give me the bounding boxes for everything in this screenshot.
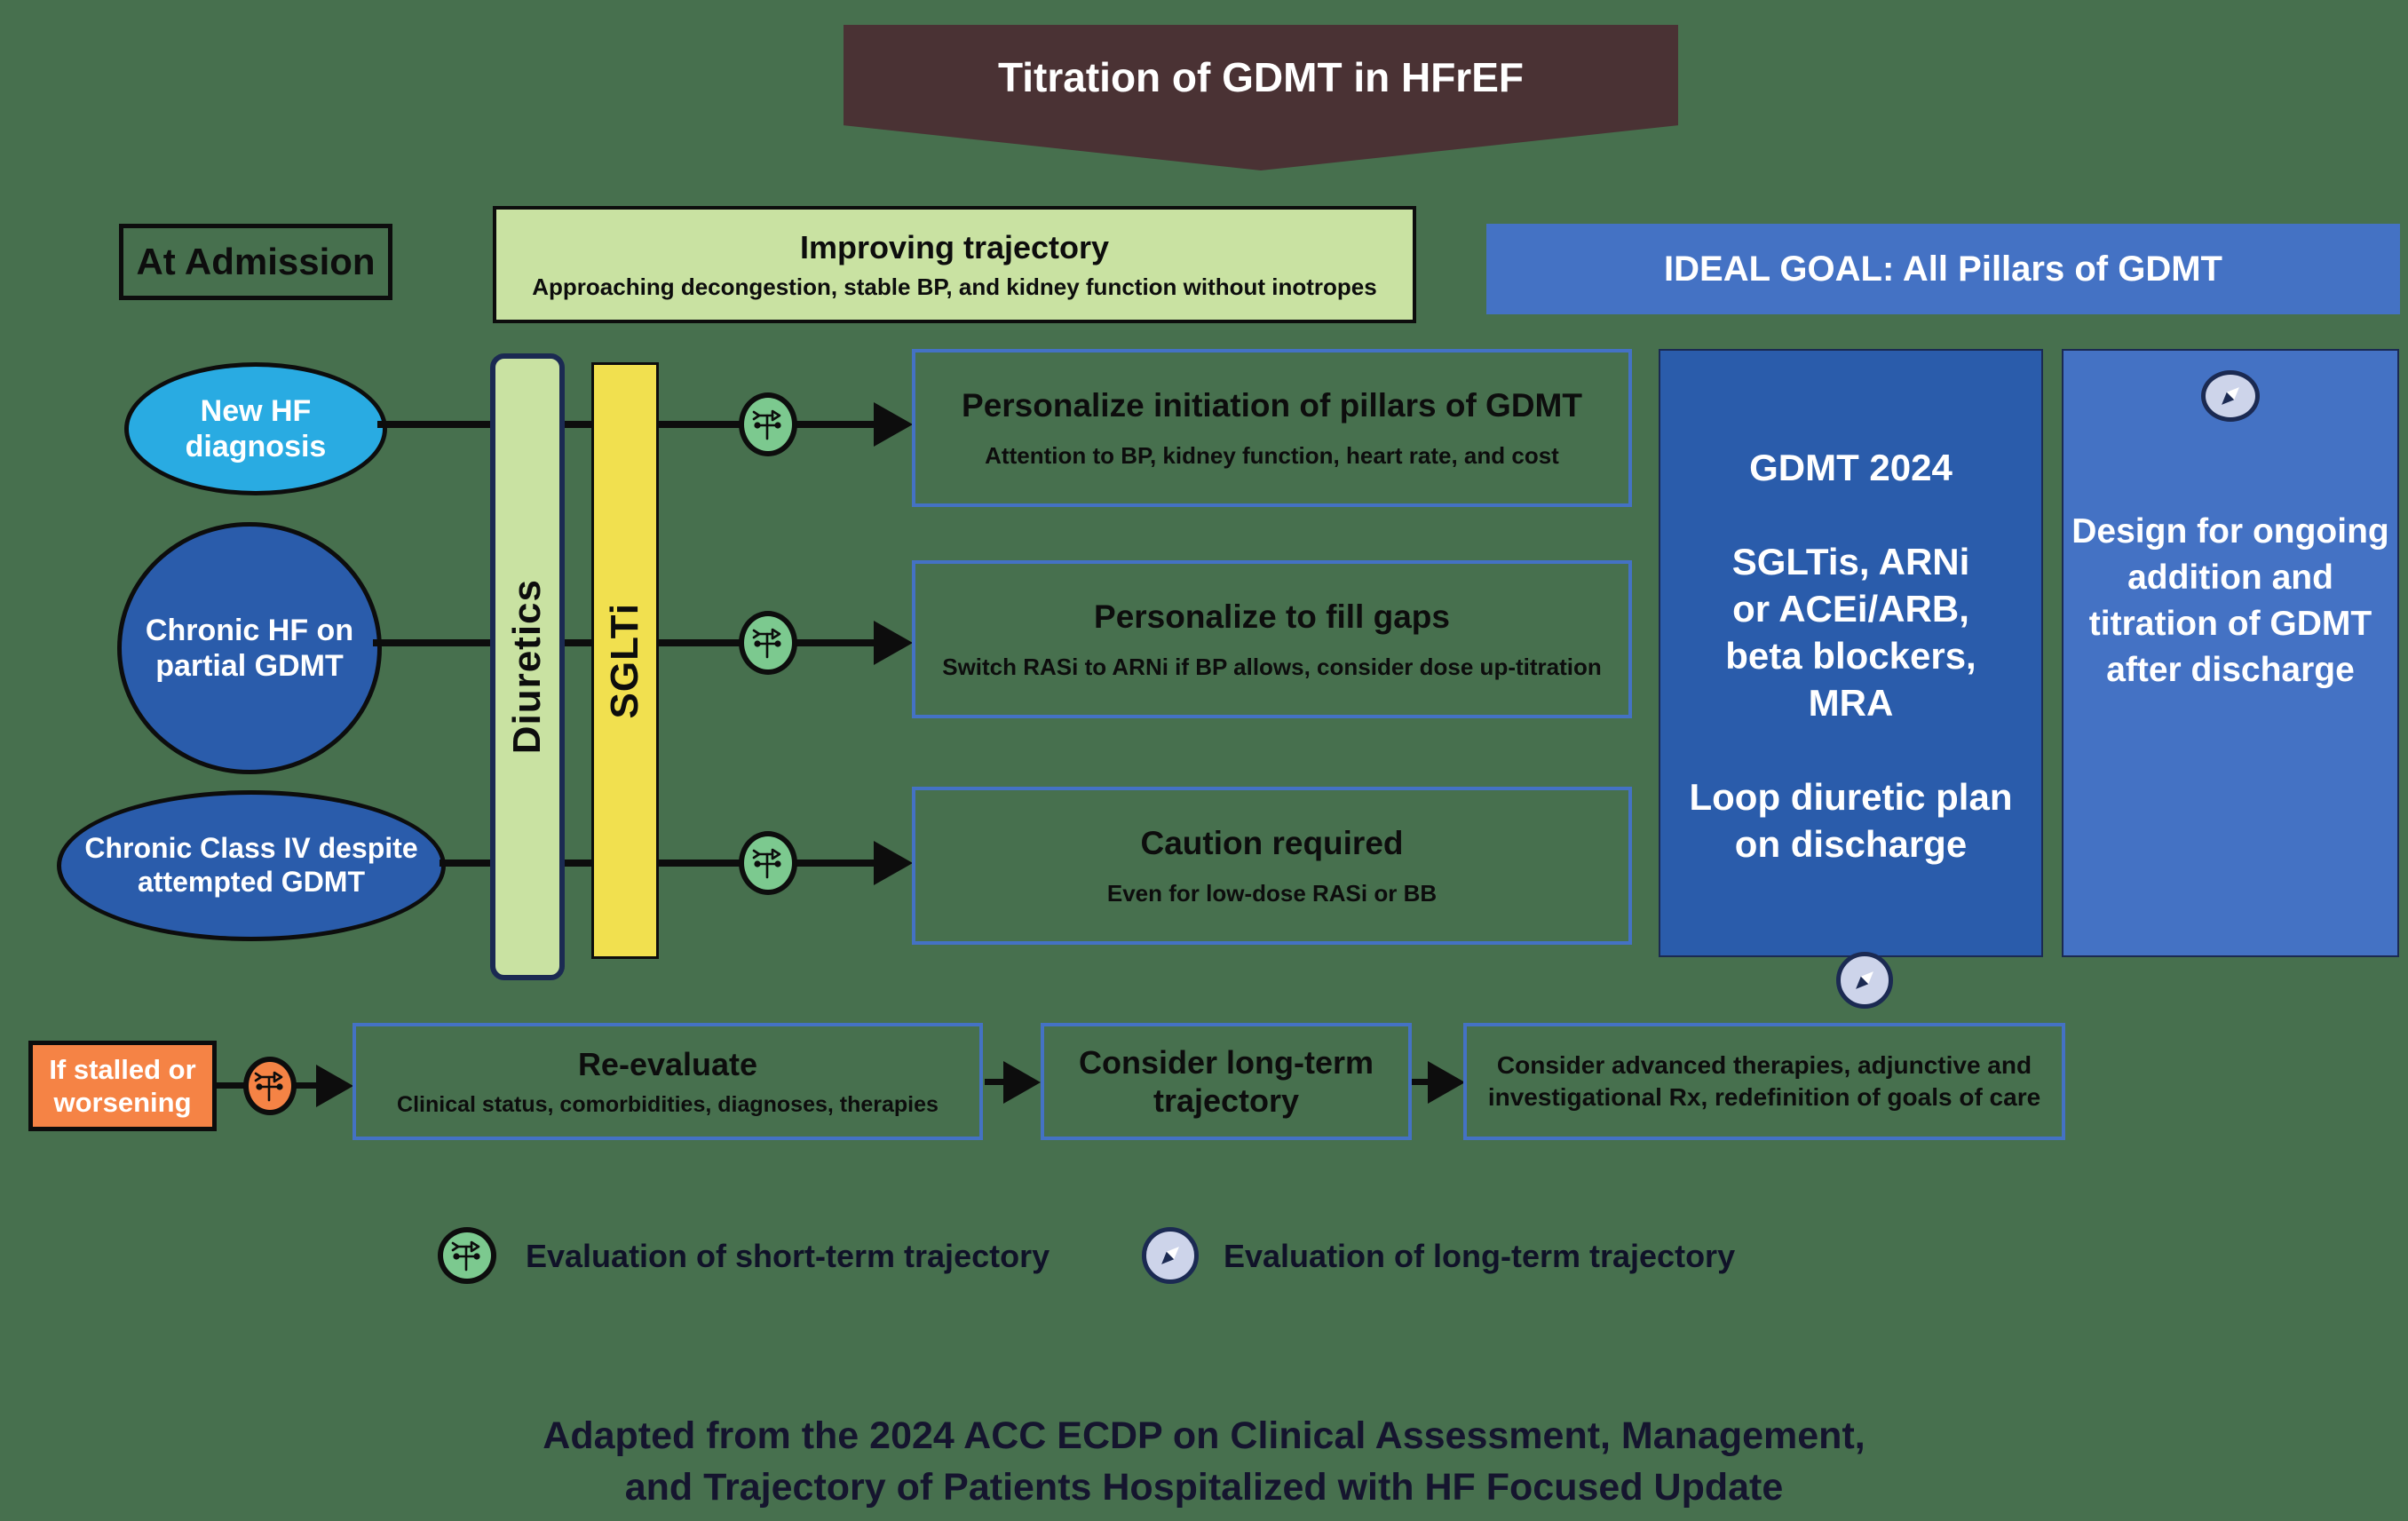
page-title: Titration of GDMT in HFrEF: [998, 54, 1524, 100]
gdmt-2024-text: GDMT 2024 SGLTis, ARNi or ACEi/ARB, beta…: [1689, 447, 2013, 865]
weather-vane-icon: [449, 1236, 485, 1275]
node-new-hf-label: New HF diagnosis: [185, 393, 327, 463]
bar-sglti-label: SGLTi: [603, 602, 646, 719]
arrow-row1-icon: [874, 402, 913, 447]
arrow-row3-icon: [874, 841, 913, 885]
arrow-to-longterm-icon: [1003, 1061, 1041, 1104]
ideal-goal-banner: IDEAL GOAL: All Pillars of GDMT: [1486, 224, 2400, 314]
consider-advanced-label: Consider advanced therapies, adjunctive …: [1487, 1050, 2041, 1111]
pathbox-subtitle: Switch RASi to ARNi if BP allows, consid…: [942, 653, 1602, 680]
legend-short-term-icon: [438, 1227, 496, 1284]
reevaluate-subtitle: Clinical status, comorbidities, diagnose…: [397, 1091, 939, 1117]
node-new-hf-diagnosis: New HF diagnosis: [124, 362, 387, 495]
pathbox-title: Caution required: [1140, 824, 1404, 861]
arrow-row2-icon: [874, 621, 913, 665]
legend-long-term-icon: [1142, 1227, 1199, 1284]
legend-short-term-label: Evaluation of short-term trajectory: [526, 1238, 1050, 1274]
bar-sglti: SGLTi: [591, 362, 659, 959]
short-term-eval-icon: [739, 392, 797, 456]
design-ongoing-box: Design for ongoing addition and titratio…: [2062, 349, 2399, 957]
compass-needle-icon: [1153, 1238, 1188, 1273]
if-stalled-label: If stalled or worsening: [49, 1053, 196, 1118]
weather-vane-icon: [750, 623, 786, 662]
node-chronic-hf-label: Chronic HF on partial GDMT: [145, 613, 354, 683]
design-ongoing-text: Design for ongoing addition and titratio…: [2071, 512, 2389, 689]
pathbox-fill-gaps: Personalize to fill gaps Switch RASi to …: [912, 560, 1632, 718]
consider-longterm-label: Consider long-term trajectory: [1078, 1043, 1374, 1119]
reevaluate-box: Re-evaluate Clinical status, comorbiditi…: [352, 1023, 983, 1140]
consider-advanced-box: Consider advanced therapies, adjunctive …: [1463, 1023, 2065, 1140]
improving-trajectory-subtitle: Approaching decongestion, stable BP, and…: [532, 273, 1377, 300]
pathbox-personalize-initiation: Personalize initiation of pillars of GDM…: [912, 349, 1632, 507]
gdmt-2024-box: GDMT 2024 SGLTis, ARNi or ACEi/ARB, beta…: [1659, 349, 2043, 957]
improving-trajectory-title: Improving trajectory: [799, 228, 1110, 265]
bar-diuretics-label: Diuretics: [505, 579, 549, 755]
ideal-goal-label: IDEAL GOAL: All Pillars of GDMT: [1664, 249, 2222, 289]
compass-icon: [2201, 370, 2260, 422]
reevaluate-title: Re-evaluate: [577, 1045, 758, 1082]
short-term-eval-icon: [739, 831, 797, 895]
pathbox-subtitle: Even for low-dose RASi or BB: [1106, 879, 1438, 907]
connector-bottom2: [1412, 1079, 1431, 1085]
arrow-to-advanced-icon: [1428, 1061, 1465, 1104]
compass-needle-icon: [1847, 963, 1882, 998]
weather-vane-icon: [750, 844, 786, 883]
node-chronic-hf-partial-gdmt: Chronic HF on partial GDMT: [117, 522, 382, 774]
pathbox-caution-required: Caution required Even for low-dose RASi …: [912, 787, 1632, 945]
consider-longterm-box: Consider long-term trajectory: [1041, 1023, 1412, 1140]
long-term-eval-icon: [1836, 952, 1893, 1009]
weather-vane-icon: [252, 1066, 288, 1105]
pathbox-title: Personalize to fill gaps: [1094, 598, 1450, 635]
arrow-to-reevaluate-icon: [316, 1065, 353, 1107]
bar-diuretics: Diuretics: [490, 353, 565, 980]
connector-stalled2: [295, 1082, 320, 1089]
connector-stalled: [215, 1082, 247, 1089]
legend-long-term-label: Evaluation of long-term trajectory: [1224, 1238, 1736, 1274]
short-term-eval-icon: [739, 611, 797, 675]
node-chronic-class-iv: Chronic Class IV despite attempted GDMT: [57, 790, 446, 941]
node-class-iv-label: Chronic Class IV despite attempted GDMT: [84, 832, 418, 898]
footer-citation: Adapted from the 2024 ACC ECDP on Clinic…: [543, 1414, 1865, 1509]
title-banner: Titration of GDMT in HFrEF: [844, 25, 1678, 170]
if-stalled-box: If stalled or worsening: [28, 1041, 217, 1131]
short-term-eval-icon-orange: [243, 1057, 297, 1115]
weather-vane-icon: [750, 405, 786, 444]
pathbox-subtitle: Attention to BP, kidney function, heart …: [985, 441, 1559, 469]
compass-needle-icon: [2213, 378, 2248, 414]
connector-bottom1: [985, 1079, 1006, 1085]
at-admission-label-box: At Admission: [119, 224, 392, 300]
at-admission-label: At Admission: [136, 241, 376, 282]
improving-trajectory-box: Improving trajectory Approaching deconge…: [493, 206, 1416, 323]
pathbox-title: Personalize initiation of pillars of GDM…: [962, 386, 1582, 424]
